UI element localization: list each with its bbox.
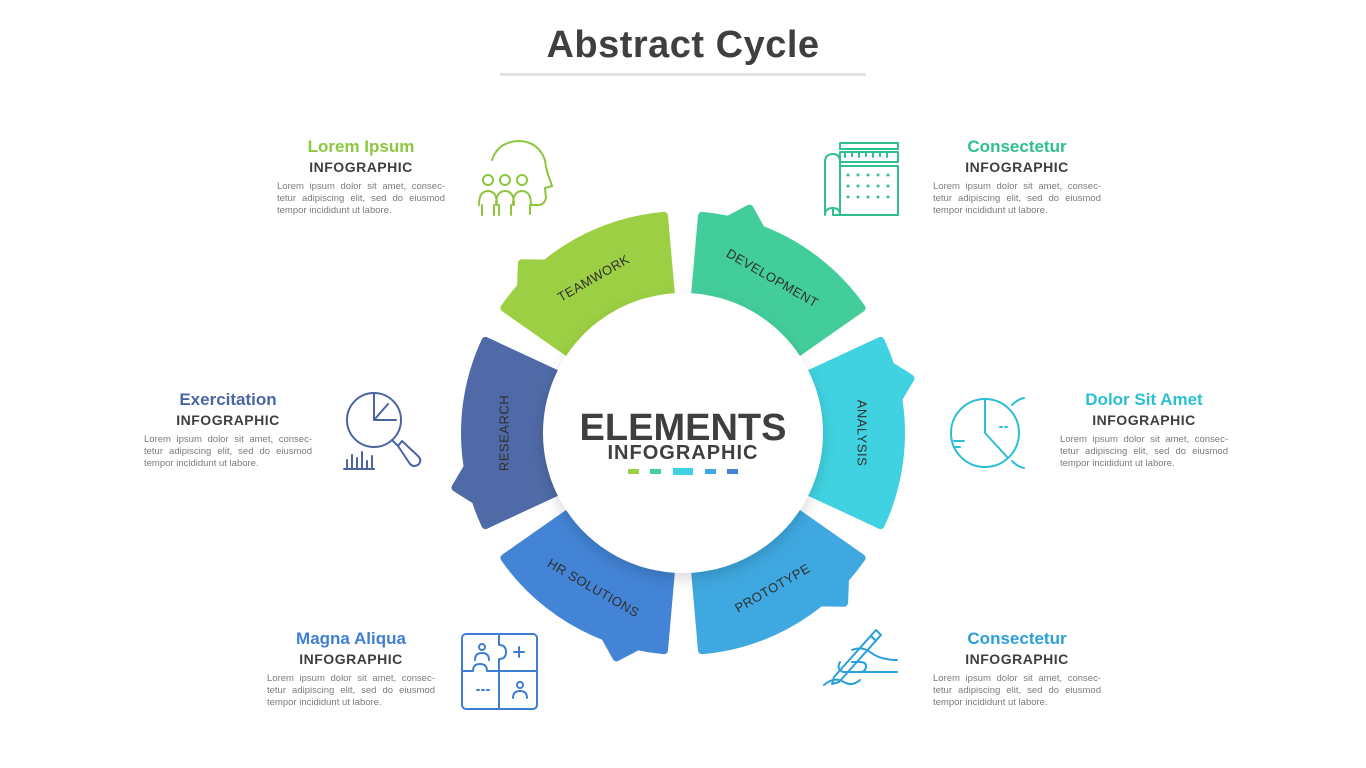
item-heading: Exercitation [179,390,277,409]
item-body: Lorem ipsum dolor sit amet, consec-tetur… [267,673,435,708]
item-subheading: INFOGRAPHIC [299,651,403,667]
item-heading: Lorem Ipsum [307,137,415,156]
center-circle [543,293,823,573]
dot-cyan [673,468,693,475]
hand-pen-icon [823,629,898,686]
item-dolor-sit-amet: Dolor Sit Amet INFOGRAPHIC Lorem ipsum d… [1054,390,1234,470]
title-underline [500,73,866,76]
item-consectetur-bottom: Consectetur INFOGRAPHIC Lorem ipsum dolo… [927,629,1107,709]
item-heading: Consectetur [967,629,1067,648]
magnifier-chart-icon [343,392,422,470]
item-subheading: INFOGRAPHIC [309,159,413,175]
item-body: Lorem ipsum dolor sit amet, consec-tetur… [1060,434,1228,469]
center-color-dots [628,468,738,475]
dot-green [628,469,639,474]
segment-analysis-label: ANALYSIS [855,400,870,467]
item-subheading: INFOGRAPHIC [965,159,1069,175]
item-heading: Magna Aliqua [296,629,406,648]
item-subheading: INFOGRAPHIC [1092,412,1196,428]
item-heading: Dolor Sit Amet [1085,390,1203,409]
item-exercitation: Exercitation INFOGRAPHIC Lorem ipsum dol… [138,390,318,470]
item-lorem-ipsum: Lorem Ipsum INFOGRAPHIC Lorem ipsum dolo… [271,137,451,217]
item-magna-aliqua: Magna Aliqua INFOGRAPHIC Lorem ipsum dol… [261,629,441,709]
blueprint-ruler-icon [824,142,899,216]
puzzle-icon [461,633,538,710]
item-subheading: INFOGRAPHIC [965,651,1069,667]
item-heading: Consectetur [967,137,1067,156]
segment-research-label: RESEARCH [497,395,512,471]
dot-blue [727,469,738,474]
item-body: Lorem ipsum dolor sit amet, consec-tetur… [277,181,445,216]
dot-mint [650,469,661,474]
item-body: Lorem ipsum dolor sit amet, consec-tetur… [933,181,1101,216]
dot-sky [705,469,716,474]
center-subtitle: INFOGRAPHIC [608,442,759,464]
item-body: Lorem ipsum dolor sit amet, consec-tetur… [144,434,312,469]
item-consectetur-top: Consectetur INFOGRAPHIC Lorem ipsum dolo… [927,137,1107,217]
center-title: ELEMENTS [580,407,787,449]
item-subheading: INFOGRAPHIC [176,412,280,428]
team-head-icon [478,140,553,216]
pie-chart-icon [950,397,1025,469]
item-body: Lorem ipsum dolor sit amet, consec-tetur… [933,673,1101,708]
page-title: Abstract Cycle [546,24,820,66]
